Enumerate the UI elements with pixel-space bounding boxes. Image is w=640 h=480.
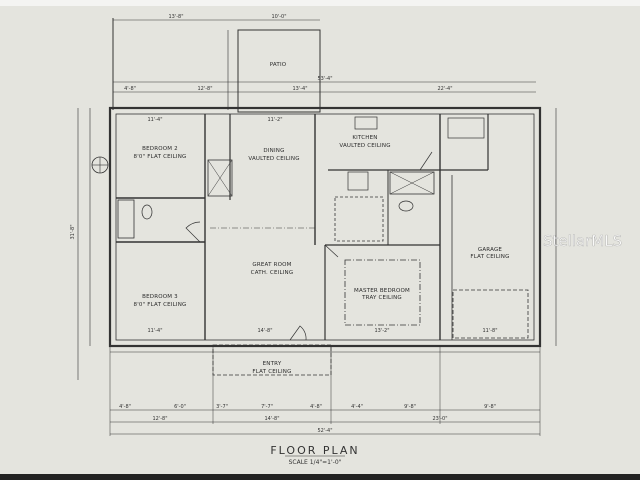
dimension-label: 13'-2" (374, 328, 389, 334)
room-label-dining: DINING (263, 148, 284, 154)
dimension-label: 9'-8" (404, 404, 416, 410)
dimension-label: 4'-8" (124, 86, 136, 92)
dimension-label: 52'-4" (317, 428, 332, 434)
door-swing (289, 325, 307, 341)
washer-dryer (447, 117, 485, 139)
dimension-label: 12'-8" (197, 86, 212, 92)
dimension-label: 9'-8" (484, 404, 496, 410)
kitchen-sink (354, 116, 378, 130)
drawing-title: FLOOR PLAN (270, 444, 359, 457)
dimension-label: 22'-4" (437, 86, 452, 92)
room-label-bedroom-3: BEDROOM 3 (142, 294, 178, 300)
room-label-entry: ENTRY (263, 361, 282, 367)
dimension-label: 13'-4" (292, 86, 307, 92)
range (347, 171, 369, 191)
tray-ceiling-outline (344, 259, 421, 326)
closet (334, 196, 384, 242)
dimension-label: 11'-4" (147, 328, 162, 334)
dimension-label: 10'-0" (271, 14, 286, 20)
door-swing (324, 244, 339, 258)
shower (207, 159, 233, 197)
dimension-label: 53'-4" (317, 76, 332, 82)
dimension-label: 14'-8" (264, 416, 279, 422)
patio-outline (237, 29, 321, 113)
room-label-kitchen: KITCHEN (352, 135, 377, 141)
ceiling-label-entry: FLAT CEILING (252, 369, 291, 375)
photo-bottom-edge (0, 474, 640, 480)
room-label-garage: GARAGE (478, 247, 503, 253)
dimension-label: 7'-7" (261, 404, 273, 410)
dimension-label: 3'-7" (216, 404, 228, 410)
dimension-label: 4'-4" (351, 404, 363, 410)
dimension-label: 31'-8" (70, 224, 76, 239)
dimension-label: 23'-0" (432, 416, 447, 422)
dimension-label: 13'-8" (168, 14, 183, 20)
ceiling-label-great-room: CATH. CEILING (251, 270, 294, 276)
ceiling-label-dining: VAULTED CEILING (248, 156, 299, 162)
dimension-label: 14'-8" (257, 328, 272, 334)
door-swing (419, 151, 433, 171)
room-label-bedroom-2: BEDROOM 2 (142, 146, 178, 152)
exterior-wall (108, 106, 542, 348)
ceiling-label-bedroom-3: 8'0" FLAT CEILING (134, 302, 187, 308)
bathtub (117, 199, 135, 239)
dimension-label: 11'-8" (482, 328, 497, 334)
ceiling-label-kitchen: VAULTED CEILING (339, 143, 390, 149)
dimension-label: 4'-8" (119, 404, 131, 410)
ceiling-label-master-bedroom: TRAY CEILING (361, 295, 402, 301)
ceiling-label-bedroom-2: 8'0" FLAT CEILING (134, 154, 187, 160)
dimension-label: 6'-0" (174, 404, 186, 410)
room-label-master-bedroom: MASTER BEDROOM (354, 288, 410, 294)
dimension-label: 4'-8" (310, 404, 322, 410)
photo-top-margin (0, 0, 640, 6)
ceiling-label-garage: FLAT CEILING (470, 254, 509, 260)
drawing-scale: SCALE 1/4"=1'-0" (289, 459, 342, 466)
dimension-label: 11'-4" (147, 117, 162, 123)
door-swing (185, 221, 201, 243)
watermark-logo: StellarMLS (543, 232, 622, 250)
garage-door-outline (452, 289, 529, 339)
dimension-label: 12'-8" (152, 416, 167, 422)
dimension-label: 11'-2" (267, 117, 282, 123)
room-label-patio: PATIO (270, 62, 287, 68)
room-label-great-room: GREAT ROOM (252, 262, 291, 268)
toilet (141, 204, 153, 220)
shower (389, 171, 435, 195)
toilet (398, 200, 414, 212)
